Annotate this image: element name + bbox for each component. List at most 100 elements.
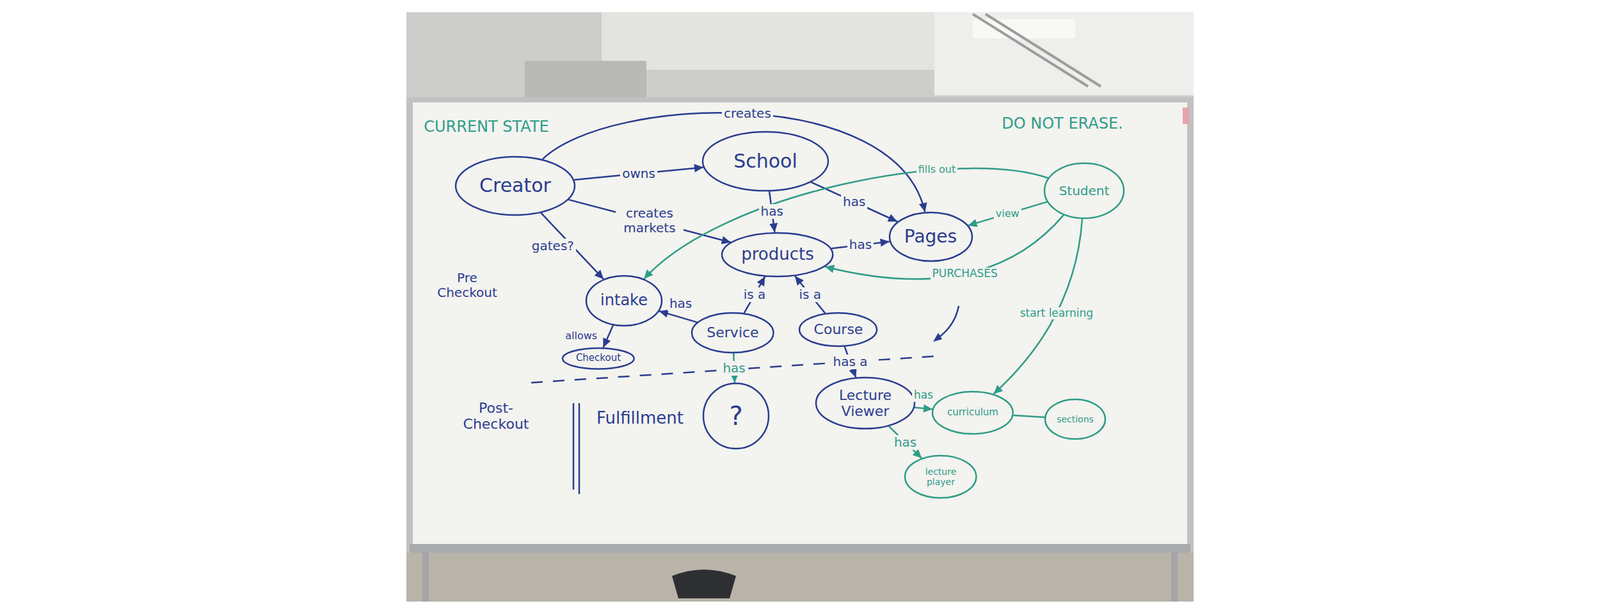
ellipse-stroke: [586, 275, 662, 326]
node-text-group: intake: [600, 291, 648, 310]
node-text-group: sections: [1056, 414, 1094, 425]
arrowhead: [794, 275, 804, 286]
edge-label: fills out: [916, 163, 959, 176]
edge-label: has: [840, 194, 868, 210]
ellipse-stroke: [691, 312, 774, 353]
ceiling-beam: [601, 12, 935, 70]
ceiling-duct: [524, 60, 647, 100]
node-label: lecture player: [918, 466, 964, 488]
arrowhead: [923, 404, 934, 413]
connector-line: [542, 112, 925, 212]
board-frame: [406, 97, 1194, 553]
connector: [1013, 415, 1045, 418]
ellipse-stroke: [889, 212, 973, 262]
edge-label: has: [912, 389, 936, 402]
ellipse-stroke: [799, 312, 877, 347]
edge-label: view: [993, 208, 1022, 220]
board-note: DO NOT ERASE.: [1001, 115, 1123, 134]
node-label: Service: [706, 324, 759, 341]
connector: [542, 112, 928, 212]
ellipse-node: Checkout: [561, 346, 636, 370]
edge-label: has: [759, 204, 786, 219]
ellipse-node: intake: [584, 274, 664, 328]
tape: [1182, 107, 1190, 125]
connector-line: [967, 201, 1048, 226]
connector-line: [888, 426, 922, 459]
node-label: sections: [1056, 414, 1094, 425]
ellipse-stroke: [932, 391, 1014, 434]
ellipse-stroke: [816, 377, 915, 429]
ellipse-node: ?: [702, 382, 770, 450]
ellipse-stroke: [1045, 399, 1106, 440]
node-label: Lecture Viewer: [833, 387, 898, 420]
arrowhead: [880, 238, 890, 248]
photo-area: [406, 12, 1194, 602]
connector: [659, 309, 697, 323]
ellipse-node: lecture player: [903, 454, 978, 500]
node-label: Checkout: [576, 352, 621, 364]
arrowhead: [967, 218, 978, 227]
ellipse-stroke: [904, 455, 976, 498]
ellipse-stroke: [721, 232, 833, 277]
ceiling-light: [972, 19, 1076, 39]
connector-line: [603, 325, 614, 348]
edge-label: allows: [563, 330, 600, 342]
node-label: intake: [600, 291, 648, 310]
connector: [602, 325, 614, 348]
node-text-group: Pages: [904, 226, 957, 248]
ellipse-stroke: [702, 131, 829, 191]
connector-line: [794, 275, 825, 313]
ceiling-light-area: [934, 12, 1194, 96]
arrowhead: [919, 202, 928, 212]
node-label: School: [733, 150, 798, 173]
node-label: ?: [728, 401, 743, 431]
connector: [914, 404, 933, 413]
office-chair: [672, 569, 736, 599]
ellipse-node: School: [701, 130, 830, 192]
ceiling: [406, 12, 1194, 102]
edge-label: has: [892, 435, 919, 450]
board-note: CURRENT STATE: [423, 118, 550, 137]
edge-label: creates markets: [615, 206, 684, 236]
edge-label: has: [720, 360, 747, 376]
arrowhead: [887, 214, 898, 223]
node-label: Student: [1059, 183, 1110, 199]
node-label: Course: [814, 321, 864, 338]
node-text-group: Lecture Viewer: [833, 387, 898, 420]
node-text-group: curriculum: [947, 407, 999, 418]
connector: [568, 199, 731, 245]
node-label: products: [741, 245, 815, 265]
connector: [967, 201, 1048, 227]
node-text-group: Checkout: [576, 352, 621, 364]
ellipse-stroke: [562, 348, 635, 369]
arrowhead: [993, 384, 1003, 394]
phase-divider: [573, 403, 580, 495]
marker-tray: [409, 544, 1191, 553]
arrowhead: [643, 269, 653, 280]
whiteboard-surface: [412, 102, 1188, 547]
ellipse-node: Lecture Viewer: [814, 376, 916, 431]
arrowhead: [602, 337, 611, 347]
connector: [643, 168, 1049, 280]
ellipse-stroke: [703, 383, 769, 449]
node-text-group: School: [733, 150, 798, 173]
node-text-group: ?: [728, 401, 743, 431]
arrowhead: [769, 222, 778, 233]
connector-line: [643, 168, 1049, 280]
ellipse-node: products: [720, 231, 834, 278]
node-text-group: Student: [1059, 183, 1110, 199]
board-note: Pre Checkout: [435, 270, 500, 301]
node-text-group: products: [741, 245, 815, 265]
edge-label: has: [847, 237, 874, 253]
node-label: Creator: [479, 174, 552, 198]
edge-label: PURCHASES: [930, 267, 1000, 281]
edge-label: is a: [796, 287, 824, 303]
arrowhead: [721, 236, 731, 245]
ellipse-node: Service: [690, 311, 775, 354]
stand-leg: [422, 551, 429, 602]
stand-leg: [1171, 551, 1178, 602]
